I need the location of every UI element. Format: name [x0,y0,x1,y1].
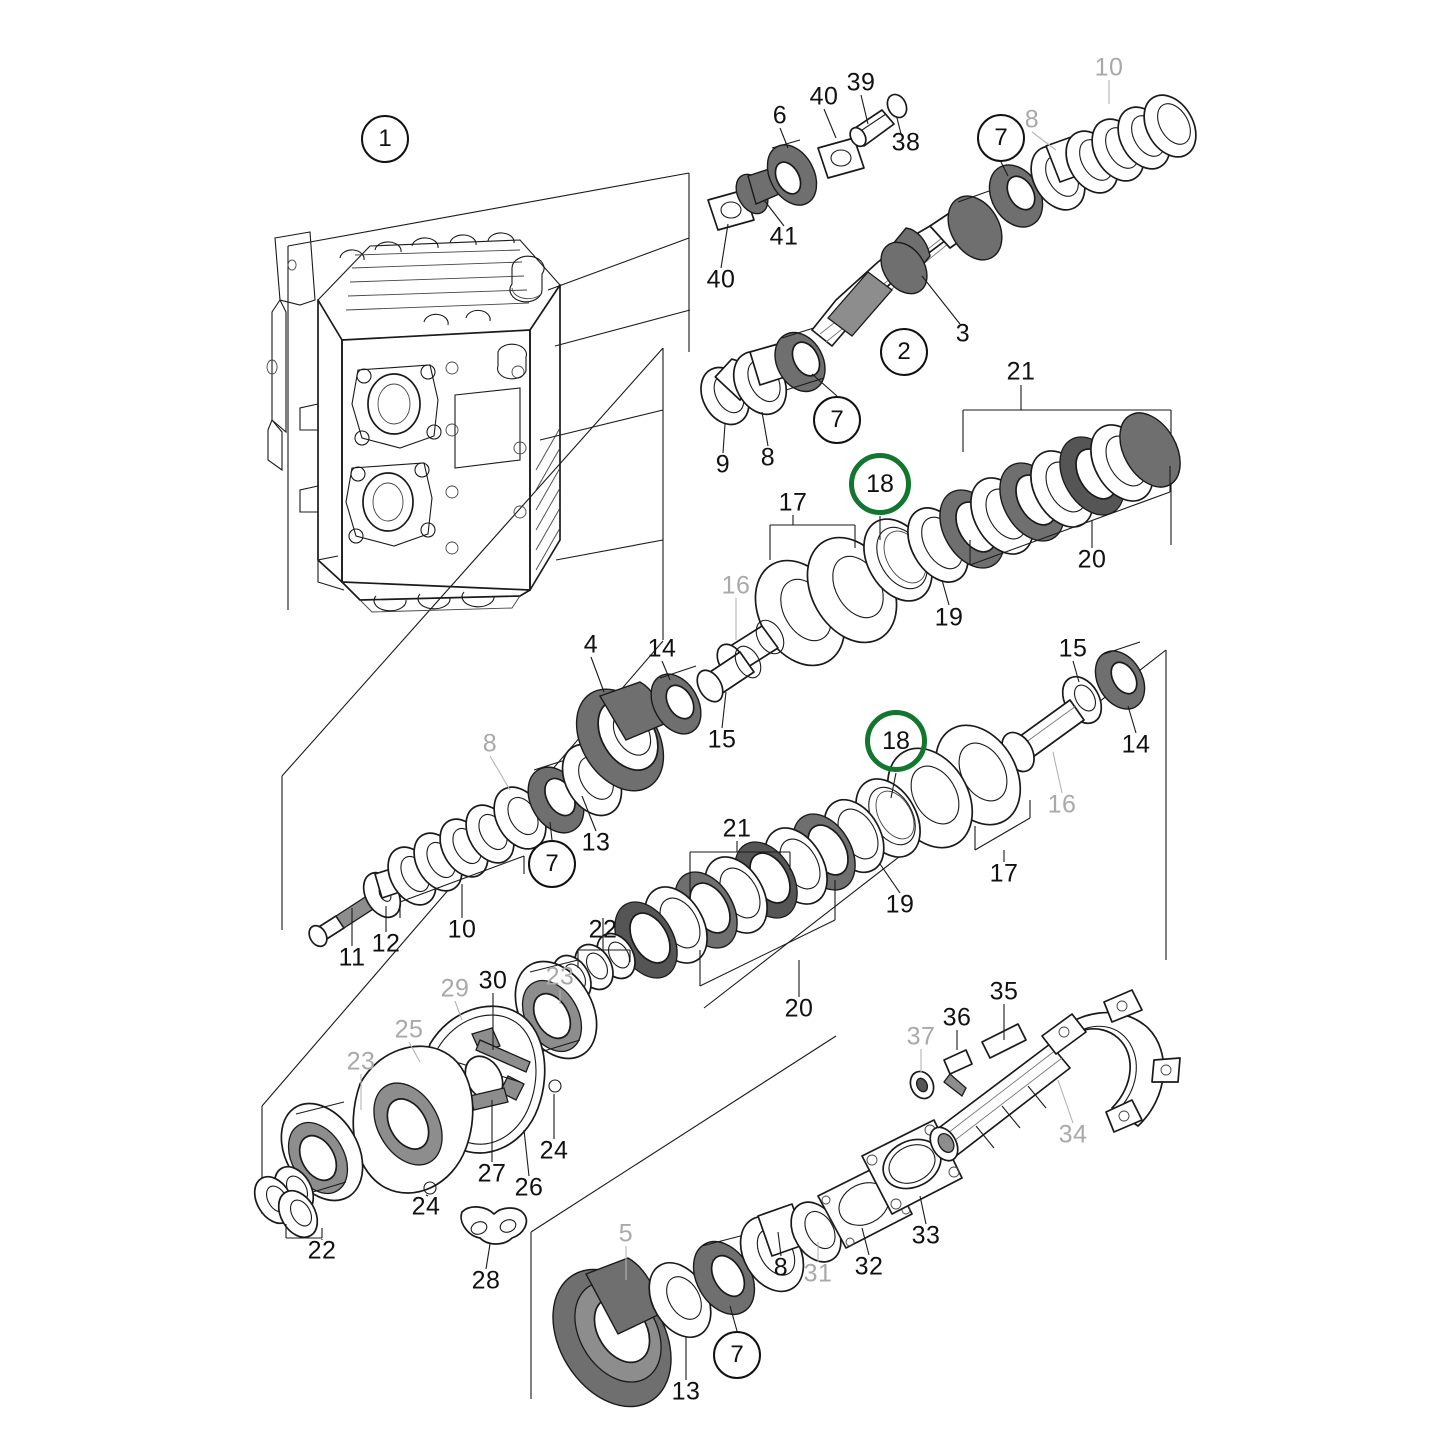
part-label-14: 14 [647,634,677,663]
part-label-40: 40 [706,265,736,294]
part-output-shaft-assembly [817,989,1181,1249]
part-housing [266,231,561,613]
part-label-41: 41 [769,222,799,251]
part-label-27: 27 [477,1159,507,1188]
part-countershaft-assembly [308,645,762,948]
part-label-8: 8 [760,443,776,472]
part-label-20: 20 [1077,545,1107,574]
part-differential-assembly [253,959,598,1245]
callout-7[interactable]: 7 [813,396,861,444]
part-label-15: 15 [707,725,737,754]
part-label-33: 33 [911,1221,941,1250]
part-label-19: 19 [885,890,915,919]
part-label-32: 32 [854,1252,884,1281]
part-label-17: 17 [778,488,808,517]
part-label-9: 9 [715,450,731,479]
part-input-shaft-assembly [700,93,1197,426]
callout-2[interactable]: 2 [880,328,928,376]
part-synchro-lower-right [823,641,1146,874]
callout-18-highlighted[interactable]: 18 [849,453,911,515]
part-synchro-upper [716,412,1181,679]
part-label-14: 14 [1121,730,1151,759]
callout-7[interactable]: 7 [977,114,1025,162]
part-label-31: 31 [803,1259,833,1288]
part-label-16: 16 [1047,790,1077,819]
part-label-5: 5 [618,1219,634,1248]
part-label-11: 11 [338,943,366,972]
callout-18-highlighted[interactable]: 18 [865,710,927,772]
part-synchro-stack-lower [614,813,856,979]
leader-lines [285,80,1171,1380]
part-label-22: 22 [307,1236,337,1265]
part-label-28: 28 [471,1266,501,1295]
part-label-37: 37 [906,1022,936,1051]
part-label-40: 40 [809,82,839,111]
part-label-13: 13 [671,1377,701,1406]
part-label-19: 19 [934,603,964,632]
callout-7[interactable]: 7 [528,840,576,888]
part-label-34: 34 [1058,1120,1088,1149]
callout-1[interactable]: 1 [361,115,409,163]
part-label-16: 16 [721,571,751,600]
part-label-23: 23 [545,962,575,991]
part-label-36: 36 [942,1003,972,1032]
group-frames [261,172,1172,1399]
part-bottom-gear-assembly [552,1201,842,1408]
part-label-24: 24 [539,1136,569,1165]
part-label-35: 35 [989,977,1019,1006]
part-label-29: 29 [440,974,470,1003]
part-label-6: 6 [772,101,788,130]
part-label-15: 15 [1058,634,1088,663]
part-label-17: 17 [989,859,1019,888]
part-label-3: 3 [955,319,971,348]
part-label-13: 13 [581,828,611,857]
callout-7[interactable]: 7 [713,1331,761,1379]
part-label-26: 26 [514,1173,544,1202]
part-label-8: 8 [1024,105,1040,134]
part-label-20: 20 [784,994,814,1023]
part-label-24: 24 [411,1192,441,1221]
part-label-4: 4 [583,630,599,659]
part-label-10: 10 [1094,53,1124,82]
part-label-8: 8 [482,729,498,758]
part-label-8: 8 [773,1253,789,1282]
part-label-22: 22 [588,915,618,944]
part-label-39: 39 [846,68,876,97]
part-label-12: 12 [371,929,401,958]
part-label-25: 25 [394,1015,424,1044]
part-label-21: 21 [1006,357,1036,386]
part-label-30: 30 [478,966,508,995]
part-label-21: 21 [722,814,752,843]
part-label-10: 10 [447,915,477,944]
part-label-38: 38 [891,128,921,157]
part-label-23: 23 [346,1047,376,1076]
